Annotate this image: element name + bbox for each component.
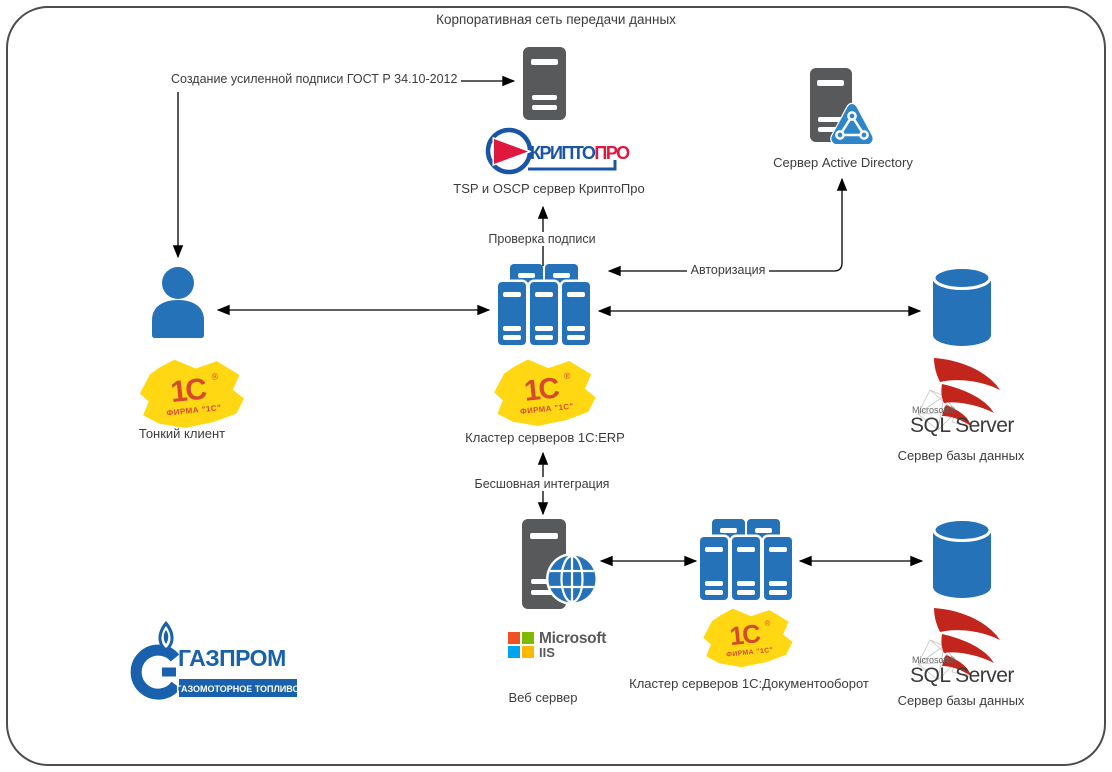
one-c-reg: ® — [211, 371, 219, 382]
one-c-logo-icon: 1С ® ФИРМА "1С" — [139, 359, 244, 428]
diagram-title: Корпоративная сеть передачи данных — [436, 12, 676, 27]
one-c-logo-icon: 1С ® ФИРМА "1С" — [703, 608, 793, 668]
globe-icon — [546, 553, 598, 605]
one-c-mark: 1С — [523, 372, 561, 408]
gazprom-logo-icon: ГАЗПРОМ ГАЗОМОТОРНОЕ ТОПЛИВО — [130, 621, 300, 700]
sql-brand-text: Microsoft® — [912, 655, 956, 665]
ad-server-label: Сервер Active Directory — [773, 155, 913, 170]
doc-cluster-icon — [700, 519, 792, 600]
erp-cluster-label: Кластер серверов 1С:ERP — [465, 430, 625, 445]
sql-product-text: SQL Server — [910, 664, 1014, 687]
iis-brand-text: Microsoft — [539, 630, 607, 647]
sql-server-logo-icon: Microsoft® SQL Server — [910, 358, 1015, 437]
edge-label-seamless-integration: Бесшовная интеграция — [467, 477, 617, 491]
one-c-reg: ® — [563, 370, 571, 381]
web-server-label: Веб сервер — [508, 690, 578, 705]
erp-cluster-icon — [498, 264, 590, 345]
thin-client-label: Тонкий клиент — [138, 426, 226, 441]
edge-label-signature-check: Проверка подписи — [477, 232, 607, 246]
one-c-firm: ФИРМА "1С" — [726, 647, 774, 659]
cryptopro-logo-text-red: ПРО — [594, 143, 630, 163]
one-c-mark: 1С — [728, 620, 761, 651]
diagram-border — [6, 6, 1106, 766]
one-c-logo-icon: 1С ® ФИРМА "1С" — [494, 359, 596, 427]
database-icon — [932, 518, 992, 598]
database-icon — [932, 266, 992, 346]
person-icon — [152, 267, 204, 338]
db-bottom-label: Сервер базы данных — [897, 693, 1025, 708]
edge-label-signature-creation: Создание усиленной подписи ГОСТ Р 34.10-… — [167, 72, 462, 86]
active-directory-badge-icon — [830, 102, 874, 146]
cryptopro-logo-text-blue: КРИПТО — [530, 143, 596, 163]
sql-brand-text: Microsoft® — [912, 405, 956, 415]
svg-text:КРИПТОПРО: КРИПТОПРО — [530, 143, 630, 163]
db-top-label: Сервер базы данных — [897, 448, 1025, 463]
gazprom-name-text: ГАЗПРОМ — [178, 645, 286, 671]
iis-logo-icon: Microsoft IIS — [508, 630, 628, 664]
one-c-mark: 1С — [169, 373, 208, 410]
sql-server-logo-icon: Microsoft® SQL Server — [910, 608, 1015, 687]
one-c-reg: ® — [764, 618, 771, 628]
cryptopro-server-icon — [523, 47, 566, 120]
iis-product-text: IIS — [539, 645, 555, 660]
sql-product-text: SQL Server — [910, 414, 1014, 437]
doc-cluster-label: Кластер серверов 1С:Документооборот — [629, 676, 869, 691]
edge-authorization — [607, 177, 848, 277]
cryptopro-logo-icon: КРИПТОПРО — [485, 127, 632, 175]
gazprom-sub-text: ГАЗОМОТОРНОЕ ТОПЛИВО — [176, 684, 299, 694]
crypto-server-label: TSP и OSCP сервер КриптоПро — [453, 181, 645, 196]
edge-label-authorization: Авторизация — [663, 263, 793, 277]
